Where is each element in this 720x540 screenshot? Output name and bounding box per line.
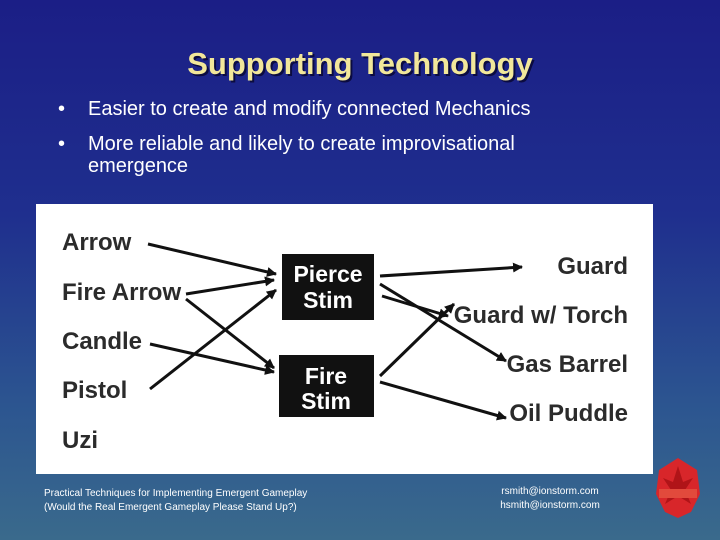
bullet-text: More reliable and likely to create impro…: [88, 133, 515, 177]
contact-email: rsmith@ionstorm.com: [501, 486, 599, 497]
footer-subtitle-line: (Would the Real Emergent Gameplay Please…: [44, 502, 297, 513]
fire-stim-line2: Stim: [301, 388, 351, 414]
arrow-connector: [149, 342, 275, 375]
contact-email: hsmith@ionstorm.com: [500, 500, 600, 511]
source-label-fire-arrow: Fire Arrow: [62, 279, 181, 306]
slide-title: Supporting Technology: [187, 46, 533, 81]
ion-storm-logo-icon: [656, 458, 700, 518]
fire-stim-line1: Fire: [305, 363, 347, 389]
bullet-item: • Easier to create and modify connected …: [58, 98, 618, 120]
arrow-connector: [147, 242, 277, 277]
target-label-guard-torch: Guard w/ Torch: [454, 302, 628, 329]
bullet-dot-icon: •: [58, 133, 66, 155]
pierce-stim-box: [282, 254, 374, 320]
target-label-oil-puddle: Oil Puddle: [509, 400, 628, 427]
arrow-connector: [379, 380, 507, 421]
fire-stim-box: [279, 355, 374, 417]
source-label-uzi: Uzi: [62, 427, 98, 454]
target-label-guard: Guard: [557, 253, 628, 280]
footer-title-line: Practical Techniques for Implementing Em…: [44, 488, 308, 499]
stim-diagram-panel: Arrow Fire Arrow Candle Pistol Uzi Pierc…: [36, 204, 653, 474]
bullet-list: • Easier to create and modify connected …: [58, 98, 618, 190]
footer-presentation-title: Practical Techniques for Implementing Em…: [44, 487, 307, 515]
pierce-stim-line1: Pierce: [293, 261, 362, 287]
bullet-item: • More reliable and likely to create imp…: [58, 133, 618, 177]
source-label-arrow: Arrow: [62, 229, 132, 256]
arrow-connector: [379, 282, 507, 363]
arrow-connector: [149, 288, 277, 391]
target-label-gas-barrel: Gas Barrel: [507, 351, 628, 378]
arrow-connector: [381, 294, 449, 319]
footer-contacts: rsmith@ionstorm.com hsmith@ionstorm.com: [470, 485, 630, 513]
arrow-connector: [379, 262, 523, 278]
arrow-connector: [185, 297, 275, 370]
bullet-dot-icon: •: [58, 98, 66, 120]
source-label-pistol: Pistol: [62, 377, 127, 404]
stim-diagram: Arrow Fire Arrow Candle Pistol Uzi Pierc…: [62, 229, 628, 454]
bullet-text: Easier to create and modify connected Me…: [88, 98, 531, 120]
pierce-stim-line2: Stim: [303, 287, 353, 313]
arrow-connector: [185, 276, 275, 296]
source-label-candle: Candle: [62, 328, 142, 355]
